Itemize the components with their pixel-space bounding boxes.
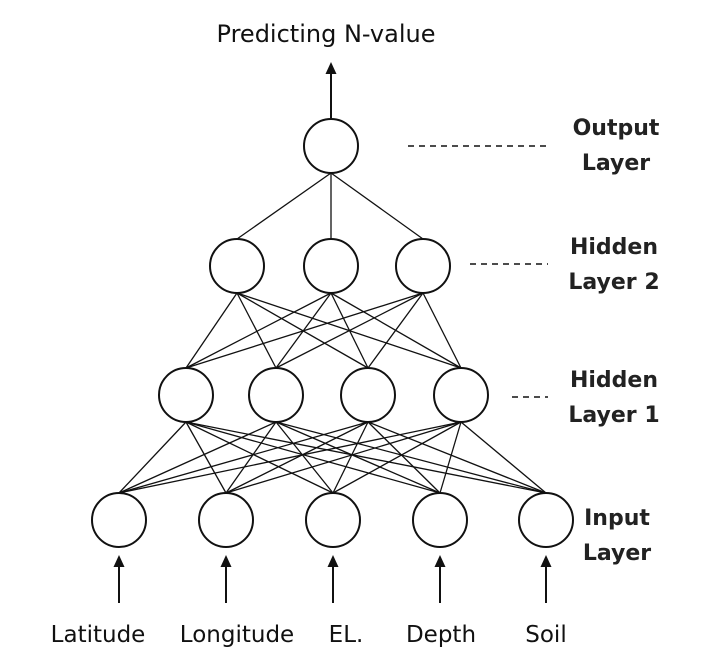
input-arrow-1 bbox=[113, 555, 125, 603]
edge-input-4-to-hidden1-1 bbox=[185, 421, 441, 494]
edge-hidden1-2-to-hidden2-1 bbox=[236, 292, 277, 369]
edge-input-2-to-hidden1-3 bbox=[225, 421, 369, 494]
edge-hidden1-1-to-hidden2-3 bbox=[185, 292, 424, 369]
hidden2-node-3 bbox=[395, 238, 451, 294]
edge-hidden1-1-to-hidden2-2 bbox=[185, 292, 332, 369]
hidden-layer-1-label-line2: Layer 1 bbox=[568, 403, 659, 428]
edge-input-3-to-hidden1-3 bbox=[332, 421, 369, 494]
edge-hidden2-1-to-output-1 bbox=[236, 172, 332, 240]
edge-hidden2-3-to-output-1 bbox=[330, 172, 424, 240]
input-arrow-3 bbox=[327, 555, 339, 603]
hidden1-node-2 bbox=[248, 367, 304, 423]
input-node-2 bbox=[198, 492, 254, 548]
hidden1-node-4 bbox=[433, 367, 489, 423]
edge-input-4-to-hidden1-2 bbox=[275, 421, 441, 494]
input-node-1 bbox=[91, 492, 147, 548]
hidden-layer-1-label-line1: Hidden bbox=[570, 368, 658, 393]
neurons bbox=[91, 118, 574, 548]
input-arrows bbox=[113, 555, 552, 603]
output-title: Predicting N-value bbox=[217, 20, 436, 48]
edge-input-1-to-hidden1-4 bbox=[118, 421, 462, 494]
input-arrow-4 bbox=[434, 555, 446, 603]
hidden1-node-3 bbox=[340, 367, 396, 423]
input-node-5 bbox=[518, 492, 574, 548]
edge-input-5-to-hidden1-4 bbox=[460, 421, 547, 494]
input-node-4 bbox=[412, 492, 468, 548]
edge-input-1-to-hidden1-2 bbox=[118, 421, 277, 494]
output-layer-label-line1: Output bbox=[573, 116, 660, 141]
output-layer-label-line2: Layer bbox=[582, 151, 650, 176]
input-label-longitude: Longitude bbox=[180, 622, 294, 648]
input-node-3 bbox=[305, 492, 361, 548]
edge-hidden1-4-to-hidden2-3 bbox=[422, 292, 462, 369]
edge-input-2-to-hidden1-4 bbox=[225, 421, 462, 494]
connections bbox=[118, 172, 547, 494]
edge-hidden1-3-to-hidden2-1 bbox=[236, 292, 369, 369]
edge-hidden1-4-to-hidden2-1 bbox=[236, 292, 462, 369]
edge-input-2-to-hidden1-1 bbox=[185, 421, 227, 494]
edge-input-1-to-hidden1-1 bbox=[118, 421, 187, 494]
edge-input-4-to-hidden1-4 bbox=[439, 421, 462, 494]
input-layer-label-line2: Layer bbox=[583, 541, 651, 566]
input-layer-label-line1: Input bbox=[584, 506, 650, 531]
edge-input-5-to-hidden1-1 bbox=[185, 421, 547, 494]
hidden-layer-2-label-line1: Hidden bbox=[570, 235, 658, 260]
edge-input-3-to-hidden1-2 bbox=[275, 421, 334, 494]
edge-input-4-to-hidden1-3 bbox=[367, 421, 441, 494]
output-node-1 bbox=[303, 118, 359, 174]
input-arrow-5 bbox=[540, 555, 552, 603]
input-label-el: EL. bbox=[329, 622, 364, 648]
edge-input-5-to-hidden1-3 bbox=[367, 421, 547, 494]
input-label-latitude: Latitude bbox=[51, 622, 146, 648]
input-label-soil: Soil bbox=[525, 622, 566, 648]
edge-input-1-to-hidden1-3 bbox=[118, 421, 369, 494]
edge-input-3-to-hidden1-4 bbox=[332, 421, 462, 494]
edge-input-3-to-hidden1-1 bbox=[185, 421, 334, 494]
edge-input-2-to-hidden1-2 bbox=[225, 421, 277, 494]
edge-hidden1-1-to-hidden2-1 bbox=[185, 292, 238, 369]
hidden-layer-2-label-line2: Layer 2 bbox=[568, 270, 659, 295]
output-arrow bbox=[325, 62, 337, 118]
hidden2-node-2 bbox=[303, 238, 359, 294]
hidden1-node-1 bbox=[158, 367, 214, 423]
input-label-depth: Depth bbox=[406, 622, 476, 648]
edge-input-5-to-hidden1-2 bbox=[275, 421, 547, 494]
input-arrow-2 bbox=[220, 555, 232, 603]
edge-hidden1-4-to-hidden2-2 bbox=[330, 292, 462, 369]
hidden2-node-1 bbox=[209, 238, 265, 294]
